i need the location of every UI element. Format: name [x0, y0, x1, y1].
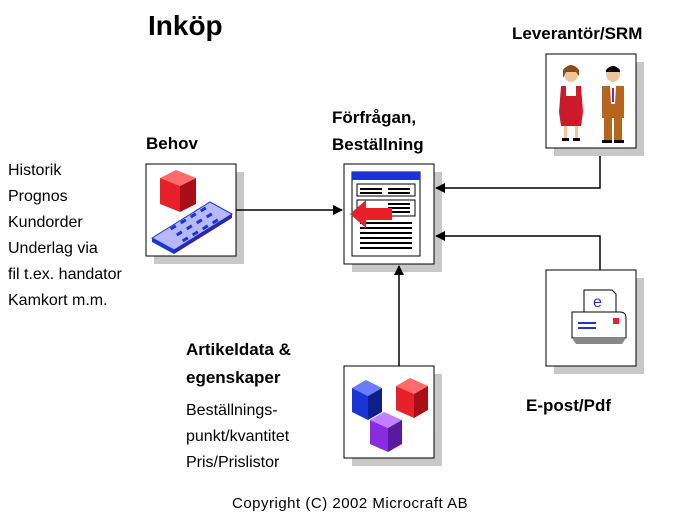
need-box: [145, 163, 244, 264]
need-item: fil t.ex. handator: [8, 266, 122, 283]
copyright-text: Copyright (C) 2002 Microcraft AB: [232, 495, 469, 512]
request-label-line2: Beställning: [332, 135, 424, 154]
diagram-title: Inköp: [148, 10, 223, 41]
email-label: E-post/Pdf: [526, 396, 611, 415]
need-label: Behov: [146, 134, 198, 153]
article-label-line1: Artikeldata &: [186, 340, 291, 359]
need-item: Historik: [8, 162, 62, 179]
request-label-line1: Förfrågan,: [332, 108, 417, 127]
need-item: Kundorder: [8, 214, 83, 231]
email-box: e: [545, 269, 644, 374]
need-item: Kamkort m.m.: [8, 292, 108, 309]
email-printer-icon: e: [571, 289, 627, 344]
article-data-box: [343, 365, 442, 466]
article-items-list: Beställnings- punkt/kvantitet Pris/Prisl…: [186, 398, 289, 476]
calculator-icon: [151, 170, 233, 254]
need-item: Underlag via: [8, 240, 98, 257]
article-item: Beställnings-: [186, 402, 278, 419]
supplier-label: Leverantör/SRM: [512, 24, 643, 43]
article-label-line2: egenskaper: [186, 368, 281, 387]
order-form-box: [343, 163, 442, 272]
supplier-box: [545, 53, 644, 156]
svg-text:e: e: [593, 294, 602, 311]
article-item: Pris/Prislistor: [186, 454, 280, 471]
email-to-order-arrow: [435, 231, 601, 270]
people-icon: [559, 65, 624, 143]
cubes-icon: [352, 378, 428, 452]
supplier-to-order-arrow: [435, 156, 601, 193]
need-item: Prognos: [8, 188, 68, 205]
article-item: punkt/kvantitet: [186, 428, 290, 445]
order-form-icon: [350, 171, 421, 257]
need-items-list: Historik Prognos Kundorder Underlag via …: [8, 158, 122, 314]
